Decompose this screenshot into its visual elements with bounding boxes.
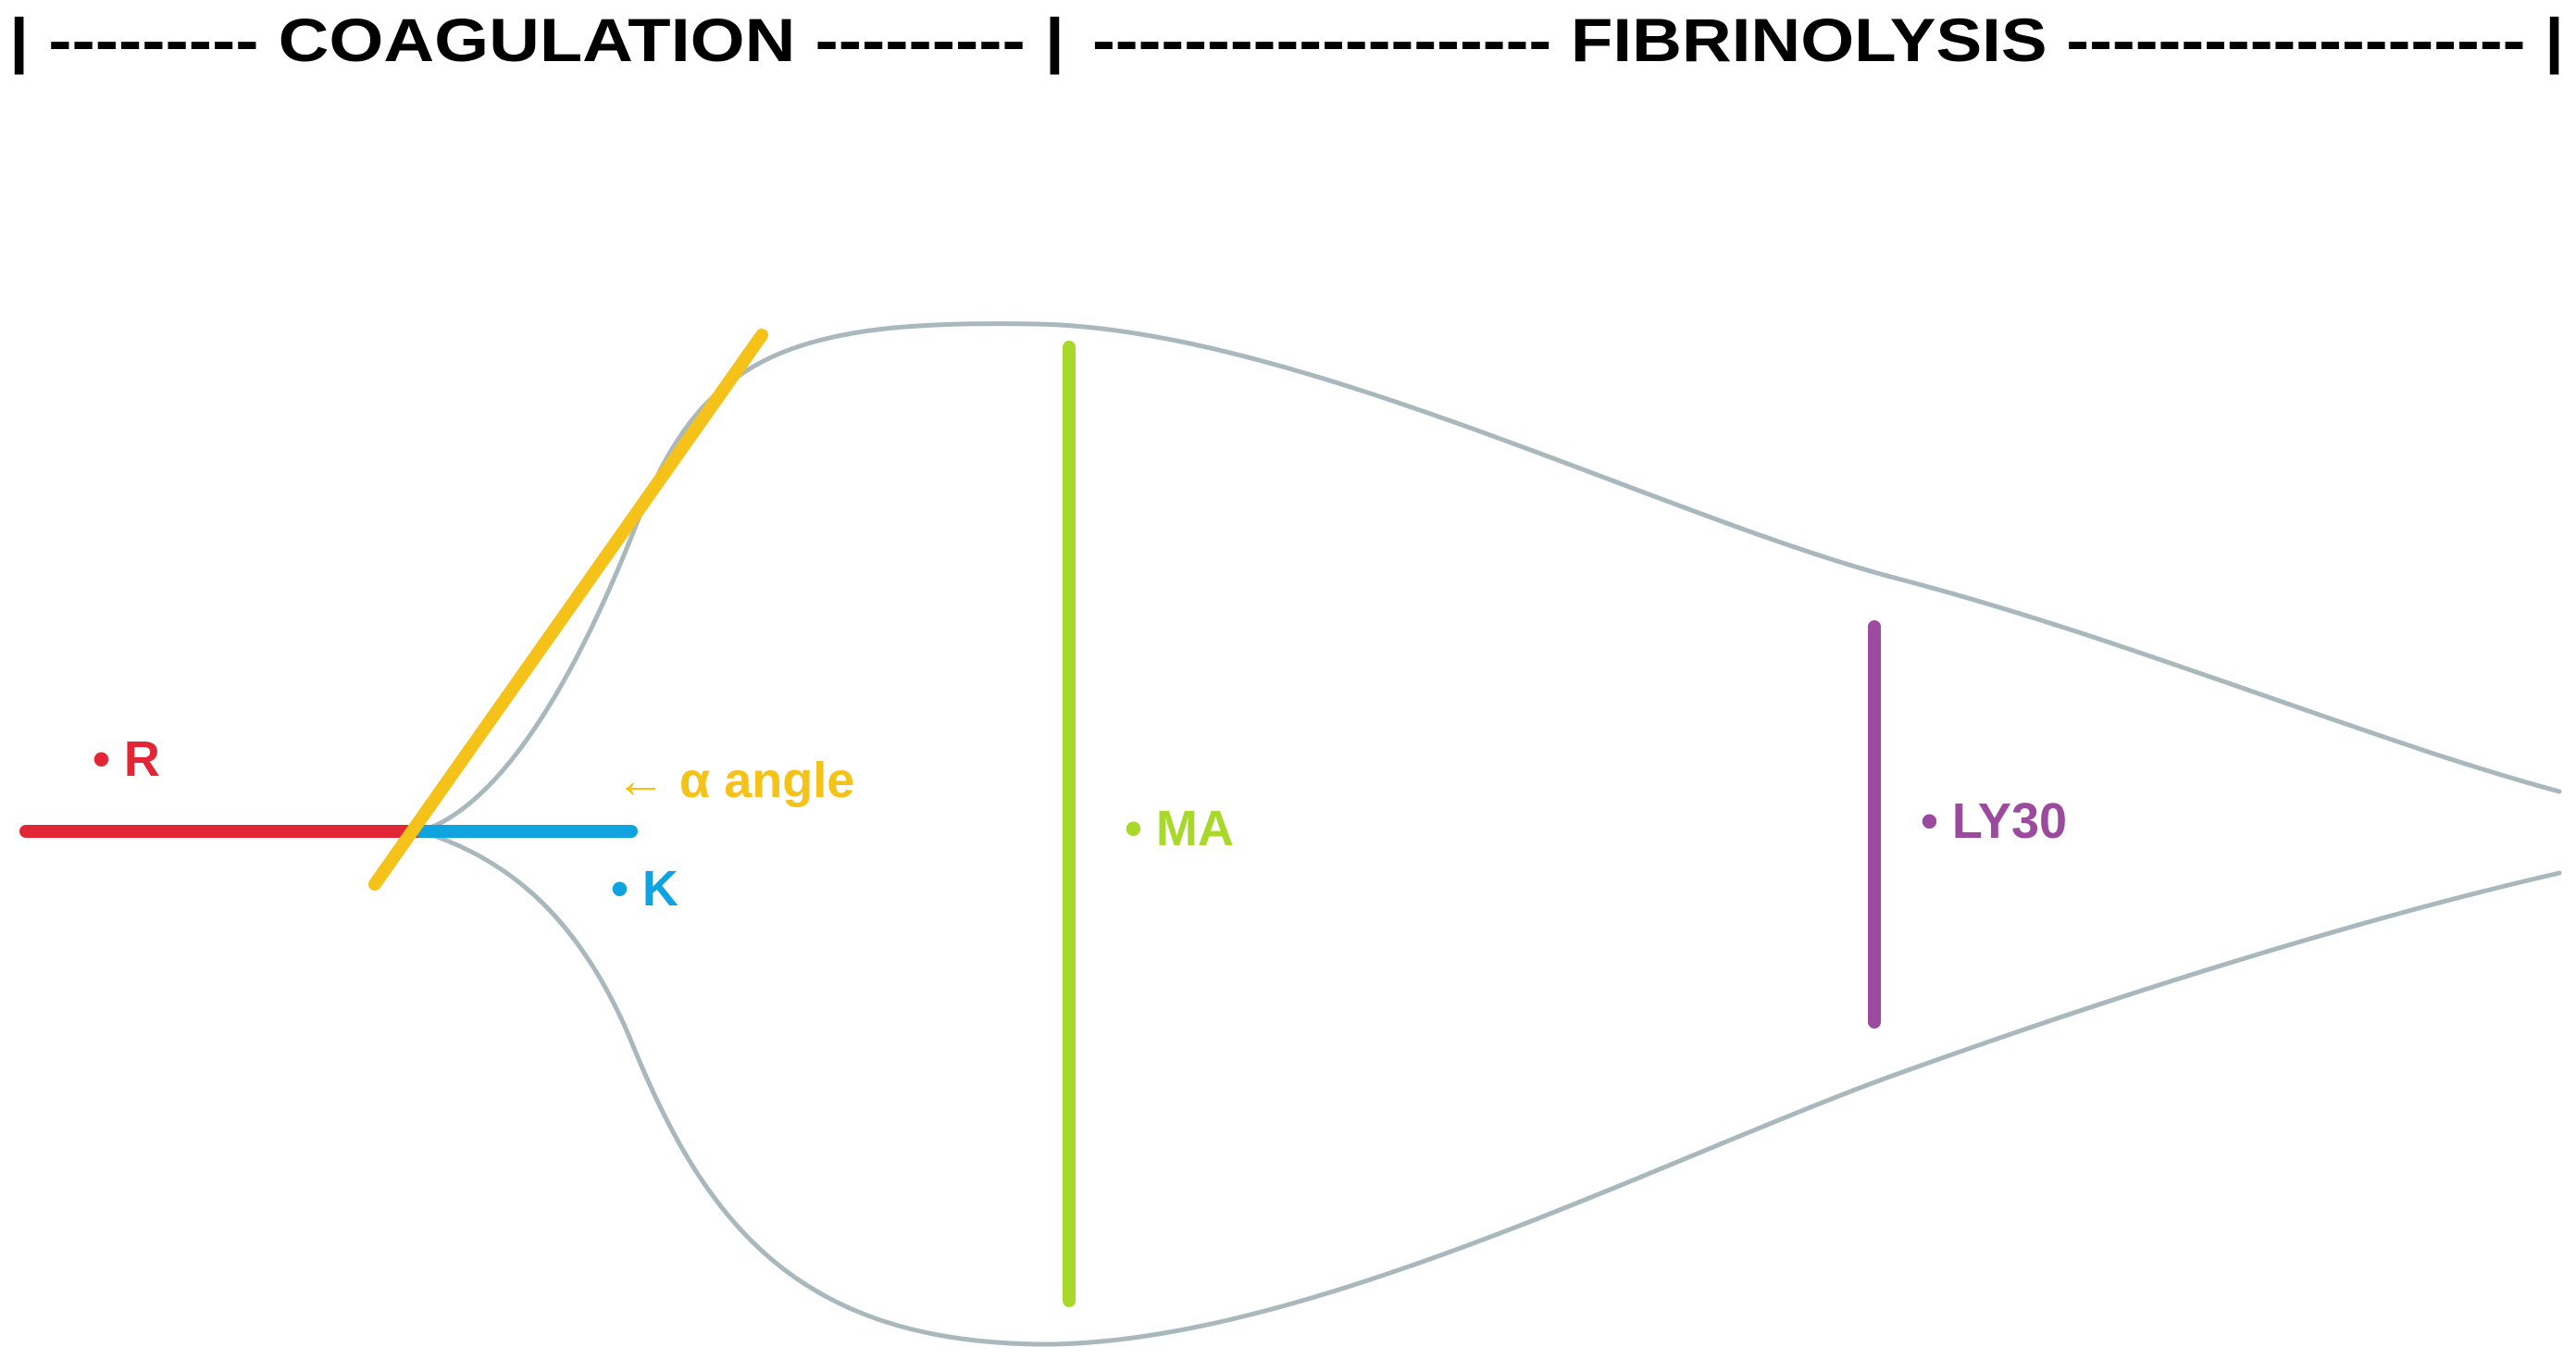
coagulation-header: | --------- COAGULATION --------- |	[9, 6, 1064, 76]
teg-curve-upper	[418, 321, 2562, 834]
alpha-angle-line	[368, 329, 768, 891]
alpha-angle-label: ← α angle	[616, 753, 854, 808]
ma-label: • MA	[1125, 801, 1234, 856]
teg-curve-lower	[418, 829, 2562, 1347]
r-label: • R	[93, 731, 160, 787]
ly30-label: • LY30	[1921, 793, 2067, 849]
k-label: • K	[611, 861, 678, 917]
fibrinolysis-header: -------------------- FIBRINOLYSIS ------…	[1092, 6, 2564, 76]
